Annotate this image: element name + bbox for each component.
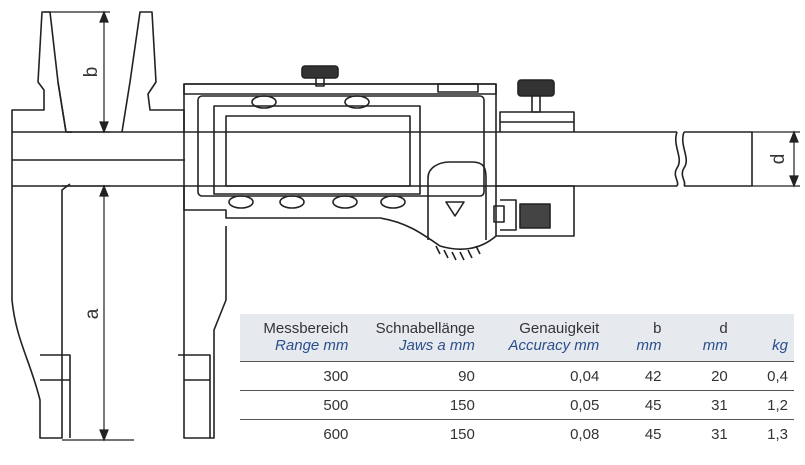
header-b-en: mm	[605, 337, 668, 362]
sliding-upper-jaw	[121, 11, 185, 133]
cell-accuracy: 0,08	[480, 419, 606, 448]
oval-button	[251, 95, 277, 109]
table-row: 500 150 0,05 45 31 1,2	[240, 390, 794, 420]
oval-button	[344, 95, 370, 109]
cell-b: 45	[605, 390, 668, 420]
cell-jaws: 150	[354, 419, 481, 448]
table-row: 300 90 0,04 42 20 0,4	[240, 361, 794, 391]
header-weight-de	[733, 314, 794, 337]
cell-weight: 0,4	[733, 361, 794, 391]
fine-adjust-knob	[517, 79, 555, 97]
cell-range: 500	[240, 390, 355, 420]
cell-range: 300	[240, 361, 355, 391]
dimension-b-label: b	[81, 67, 102, 78]
header-weight-en: kg	[733, 337, 794, 362]
cell-accuracy: 0,04	[480, 361, 606, 391]
oval-button	[279, 195, 305, 209]
cell-d: 31	[667, 419, 734, 448]
cell-range: 600	[240, 419, 355, 448]
cell-jaws: 150	[354, 390, 481, 420]
dimension-a-label: a	[82, 308, 103, 319]
slider-body	[183, 83, 497, 250]
cell-d: 31	[667, 390, 734, 420]
header-accuracy-de: Genauigkeit	[480, 314, 606, 337]
cell-weight: 1,2	[733, 390, 794, 420]
top-knob	[301, 65, 339, 79]
header-d-de: d	[667, 314, 734, 337]
spec-table: Messbereich Schnabellänge Genauigkeit b …	[240, 314, 794, 448]
header-range-de: Messbereich	[240, 314, 355, 337]
header-jaws-en: Jaws a mm	[354, 337, 481, 362]
header-jaws-de: Schnabellänge	[354, 314, 481, 337]
cell-d: 20	[667, 361, 734, 391]
header-b-de: b	[605, 314, 668, 337]
table-header-english: Range mm Jaws a mm Accuracy mm mm mm kg	[240, 337, 794, 362]
beam-end	[684, 131, 753, 187]
oval-button	[228, 195, 254, 209]
thumb-wheel-housing	[427, 161, 487, 240]
cell-b: 45	[605, 419, 668, 448]
oval-button	[332, 195, 358, 209]
cell-accuracy: 0,05	[480, 390, 606, 420]
fixed-upper-jaw	[11, 11, 67, 133]
header-d-en: mm	[667, 337, 734, 362]
header-range-en: Range mm	[240, 337, 355, 362]
cell-weight: 1,3	[733, 419, 794, 448]
table-header-german: Messbereich Schnabellänge Genauigkeit b …	[240, 314, 794, 337]
beam-break	[674, 131, 688, 187]
fixed-lower-jaw	[11, 183, 71, 439]
cell-b: 42	[605, 361, 668, 391]
dimension-d-label: d	[768, 154, 789, 165]
triangle-icon	[445, 201, 465, 217]
oval-button	[380, 195, 406, 209]
cell-jaws: 90	[354, 361, 481, 391]
sliding-lower-jaw	[183, 186, 227, 439]
table-row: 600 150 0,08 45 31 1,3	[240, 419, 794, 448]
caliper-beam	[11, 131, 677, 187]
fine-adjust-clamp	[499, 111, 575, 132]
thumb-wheel-teeth	[435, 245, 481, 261]
fine-adjust-screw	[519, 203, 551, 229]
lcd-display	[213, 105, 421, 195]
header-accuracy-en: Accuracy mm	[480, 337, 606, 362]
